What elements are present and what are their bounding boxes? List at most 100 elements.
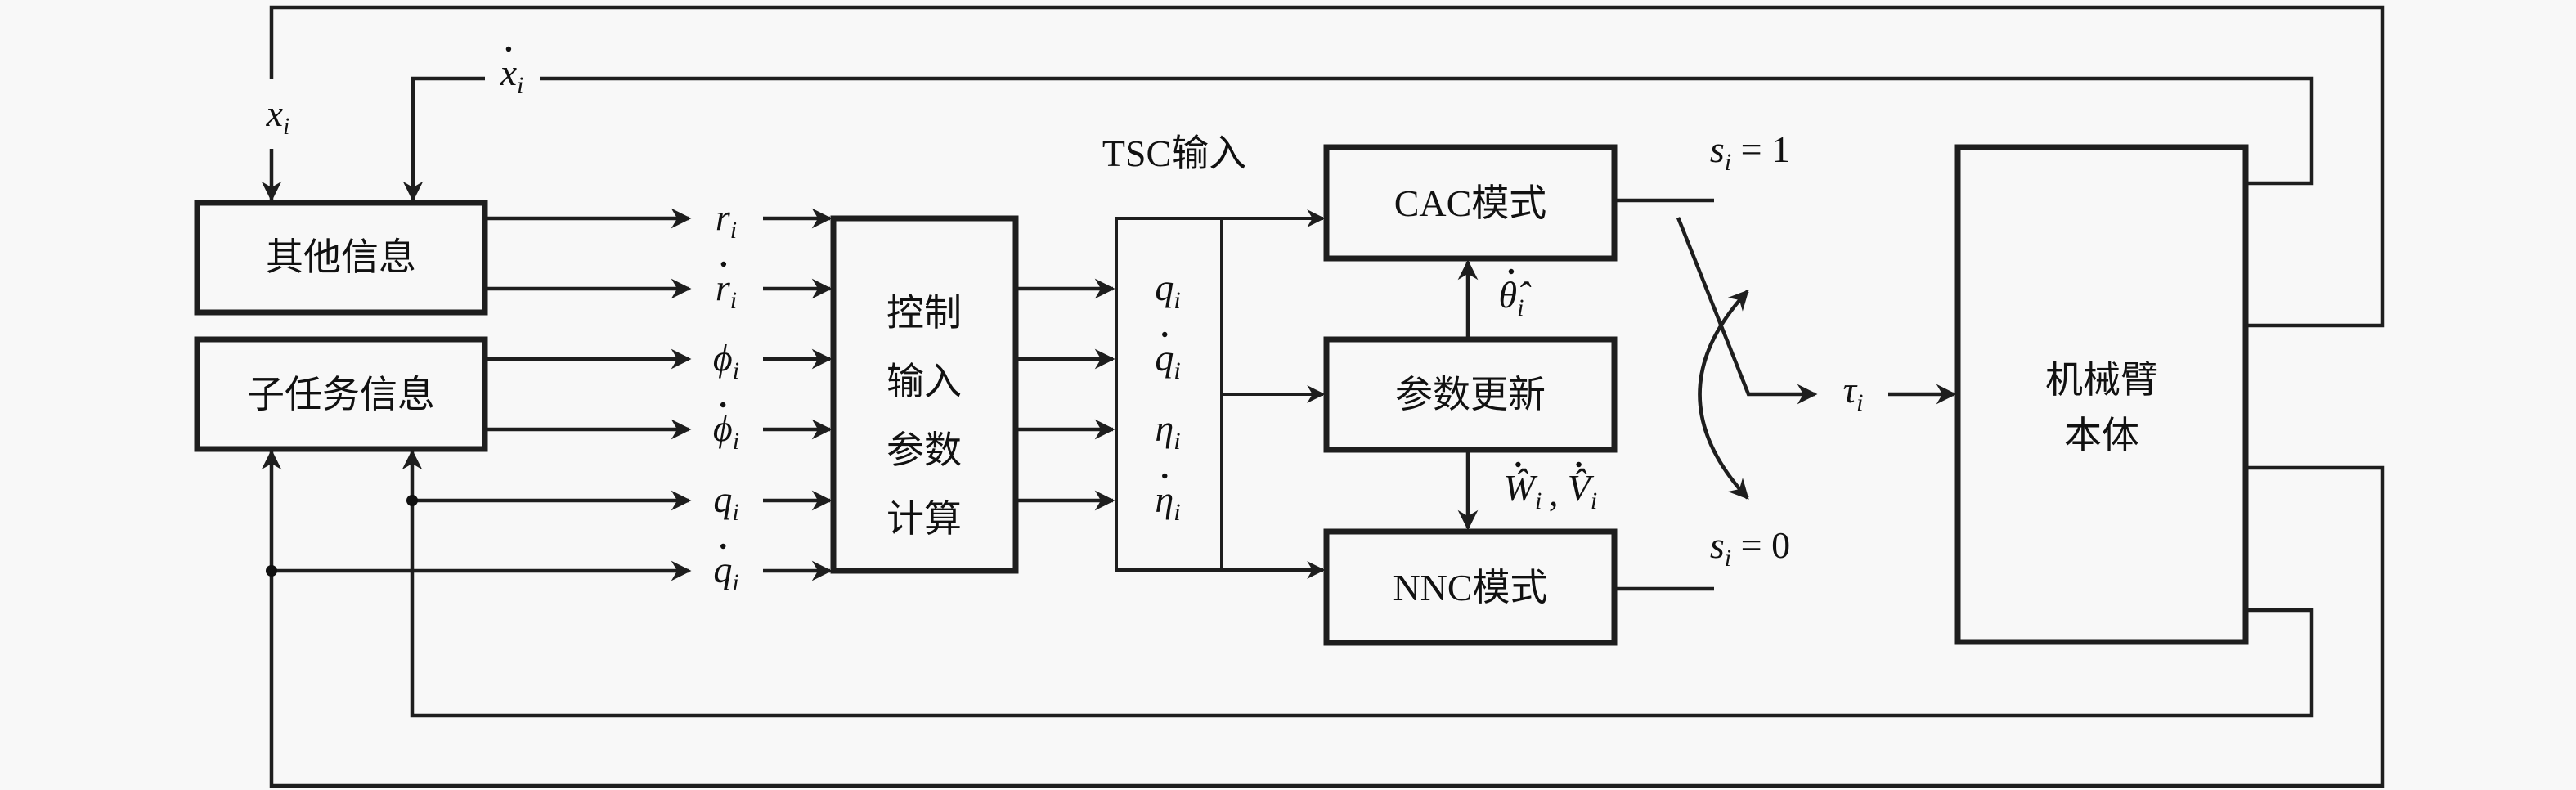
tsc-signal-label-base: η: [1155, 407, 1174, 449]
input-signal-label: qi: [713, 478, 738, 526]
param-update-block: [1323, 336, 1618, 453]
other-info-label: 其他信息: [266, 235, 416, 279]
input-signal-label-subscript: i: [732, 569, 738, 596]
robot-arm-label-line: 机械臂: [2045, 357, 2158, 402]
time-derivative-dot-icon: [720, 543, 726, 550]
tau-label-base: τ: [1843, 369, 1858, 411]
feedback-xdot-label-subscript: i: [517, 72, 523, 99]
w-hat-dot-label: Ŵi: [1504, 467, 1542, 514]
feedback-q-outer-wire: [261, 449, 2385, 788]
tsc-signal-label-subscript: i: [1174, 357, 1180, 384]
junction-dot: [406, 495, 418, 506]
switch-labels: si = 1si = 0τi: [1710, 128, 1864, 572]
param-update-labels: θ̂iŴi,V̂i: [1499, 268, 1597, 514]
input-signal-label-subscript: i: [733, 428, 739, 455]
other-info-block: [194, 200, 488, 316]
input-arrows: [763, 208, 832, 581]
input-signal-label-base: r: [716, 196, 731, 238]
input-signal-label: ri: [716, 196, 737, 244]
input-signal-label-base: q: [713, 549, 732, 590]
control-calc-line: 控制: [886, 290, 962, 334]
tsc-input-label: TSC输入: [1102, 132, 1246, 174]
control-calc-label: 控制 输入 参数 计算: [886, 290, 962, 541]
control-calc-line: 参数: [886, 428, 962, 472]
tsc-signal-label-base: q: [1155, 267, 1174, 308]
robot-arm-label-line: 本体: [2064, 413, 2139, 457]
input-signal-label: qi: [713, 549, 738, 596]
tau-label: τi: [1843, 369, 1864, 416]
cac-mode-label: CAC模式: [1394, 182, 1547, 224]
feedback-xdot-arrow: [402, 76, 485, 202]
v-hat-dot-label-base: V̂: [1568, 467, 1595, 509]
input-signal-label-base: ϕ: [713, 337, 733, 379]
v-hat-dot-label-subscript: i: [1591, 487, 1597, 514]
switch-on-label: si = 1: [1710, 128, 1790, 176]
input-signal-label-base: ϕ: [713, 407, 733, 449]
input-signal-label: ϕi: [713, 337, 739, 384]
switch-off-label-base: s: [1710, 524, 1725, 566]
switch-on-label-base: s: [1710, 128, 1725, 170]
nnc-mode-label: NNC模式: [1393, 567, 1547, 608]
switch-toggle-arc: [1698, 290, 1749, 500]
v-hat-dot-label: V̂i: [1568, 467, 1597, 514]
input-signal-label-subscript: i: [730, 217, 737, 244]
subtask-info-block: [194, 336, 488, 452]
switch-off-label: si = 0: [1710, 524, 1790, 572]
subtask-info-label: 子任务信息: [247, 372, 435, 416]
input-signal-label-subscript: i: [733, 357, 739, 384]
time-derivative-dot-icon: [720, 261, 727, 267]
switch-off-label-subscript: i: [1725, 545, 1731, 572]
feedback-x-label: xi: [266, 92, 290, 140]
cac-mode-block: [1323, 144, 1618, 262]
tsc-signal-label-subscript: i: [1174, 428, 1180, 455]
robot-arm-block: [1954, 144, 2249, 645]
tsc-signal-label: qi: [1155, 267, 1180, 314]
time-derivative-dot-icon: [1162, 473, 1168, 479]
feedback-x-label-base: x: [266, 92, 284, 134]
tsc-bar-frame: [1115, 217, 1326, 579]
switch-off-label-value: = 0: [1731, 524, 1790, 566]
tsc-signal-label-subscript: i: [1174, 287, 1180, 314]
feedback-xdot-label: xi: [500, 52, 524, 99]
time-derivative-dot-icon: [1515, 461, 1521, 468]
input-signal-label-subscript: i: [732, 499, 738, 526]
theta-hat-dot-label: θ̂i: [1499, 274, 1533, 321]
time-derivative-dot-icon: [1576, 461, 1582, 468]
feedback-x-label-subscript: i: [283, 113, 289, 140]
time-derivative-dot-icon: [720, 402, 726, 408]
input-signal-label-base: r: [716, 267, 731, 308]
w-hat-dot-label-subscript: i: [1535, 487, 1542, 514]
nnc-mode-block: [1323, 528, 1618, 646]
control-calc-line: 输入: [886, 359, 962, 403]
switch-blade: [1676, 217, 1818, 405]
feedback-xdot-label-base: x: [500, 52, 518, 93]
w-hat-dot-label-base: Ŵ: [1504, 467, 1538, 509]
input-signal-label-base: q: [713, 478, 732, 520]
switch-on-label-subscript: i: [1725, 149, 1731, 176]
param-update-label: 参数更新: [1395, 372, 1546, 416]
time-derivative-dot-icon: [1162, 331, 1168, 338]
tsc-signal-label: ηi: [1155, 407, 1180, 455]
input-signal-label: ri: [716, 267, 737, 314]
time-derivative-dot-icon: [1508, 268, 1515, 275]
input-signal-label: ϕi: [713, 407, 739, 455]
tsc-signal-label: qi: [1155, 337, 1180, 384]
tsc-signal-label-base: η: [1155, 478, 1174, 520]
control-calc-line: 计算: [886, 496, 962, 541]
feedback-q-inner-wire: [402, 449, 2314, 718]
weights-separator: ,: [1549, 472, 1559, 514]
feedback-x-wire: [269, 5, 2385, 328]
tsc-signal-label: ηi: [1155, 478, 1180, 526]
junction-dot: [266, 565, 277, 577]
feedback-xdot-wire: [540, 76, 2314, 186]
input-signal-label-subscript: i: [730, 287, 737, 314]
tsc-signal-label-base: q: [1155, 337, 1174, 379]
switch-on-label-value: = 1: [1731, 128, 1790, 170]
tsc-signal-label-subscript: i: [1174, 499, 1180, 526]
control-calc-block: [830, 215, 1019, 574]
time-derivative-dot-icon: [505, 46, 512, 52]
